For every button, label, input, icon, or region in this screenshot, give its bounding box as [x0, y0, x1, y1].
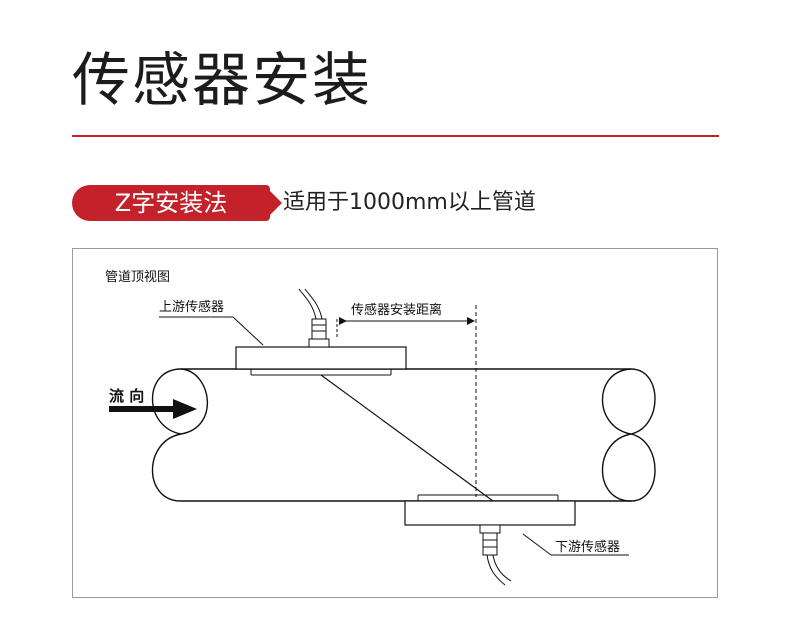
downstream-sensor [404, 494, 576, 586]
installation-diagram: 管道顶视图 [72, 248, 718, 598]
distance-label: 传感器安装距离 [351, 302, 442, 318]
flow-arrow-icon [109, 399, 197, 419]
flow-label: 流 向 [109, 387, 144, 405]
upstream-sensor [235, 288, 407, 376]
section-note: 适用于1000mm以上管道 [283, 190, 536, 215]
page-title: 传感器安装 [72, 46, 373, 114]
downstream-sensor-label: 下游传感器 [555, 539, 620, 555]
sensor-icon [298, 288, 330, 348]
signal-path [320, 374, 494, 502]
downstream-leader-line [522, 533, 552, 556]
title-divider [72, 135, 719, 137]
view-label: 管道顶视图 [105, 270, 170, 285]
sensor-icon [479, 524, 512, 586]
diagram-canvas: 管道顶视图 [105, 270, 656, 586]
section-badge: Z字安装法 [72, 185, 282, 221]
upstream-sensor-label: 上游传感器 [159, 299, 224, 315]
